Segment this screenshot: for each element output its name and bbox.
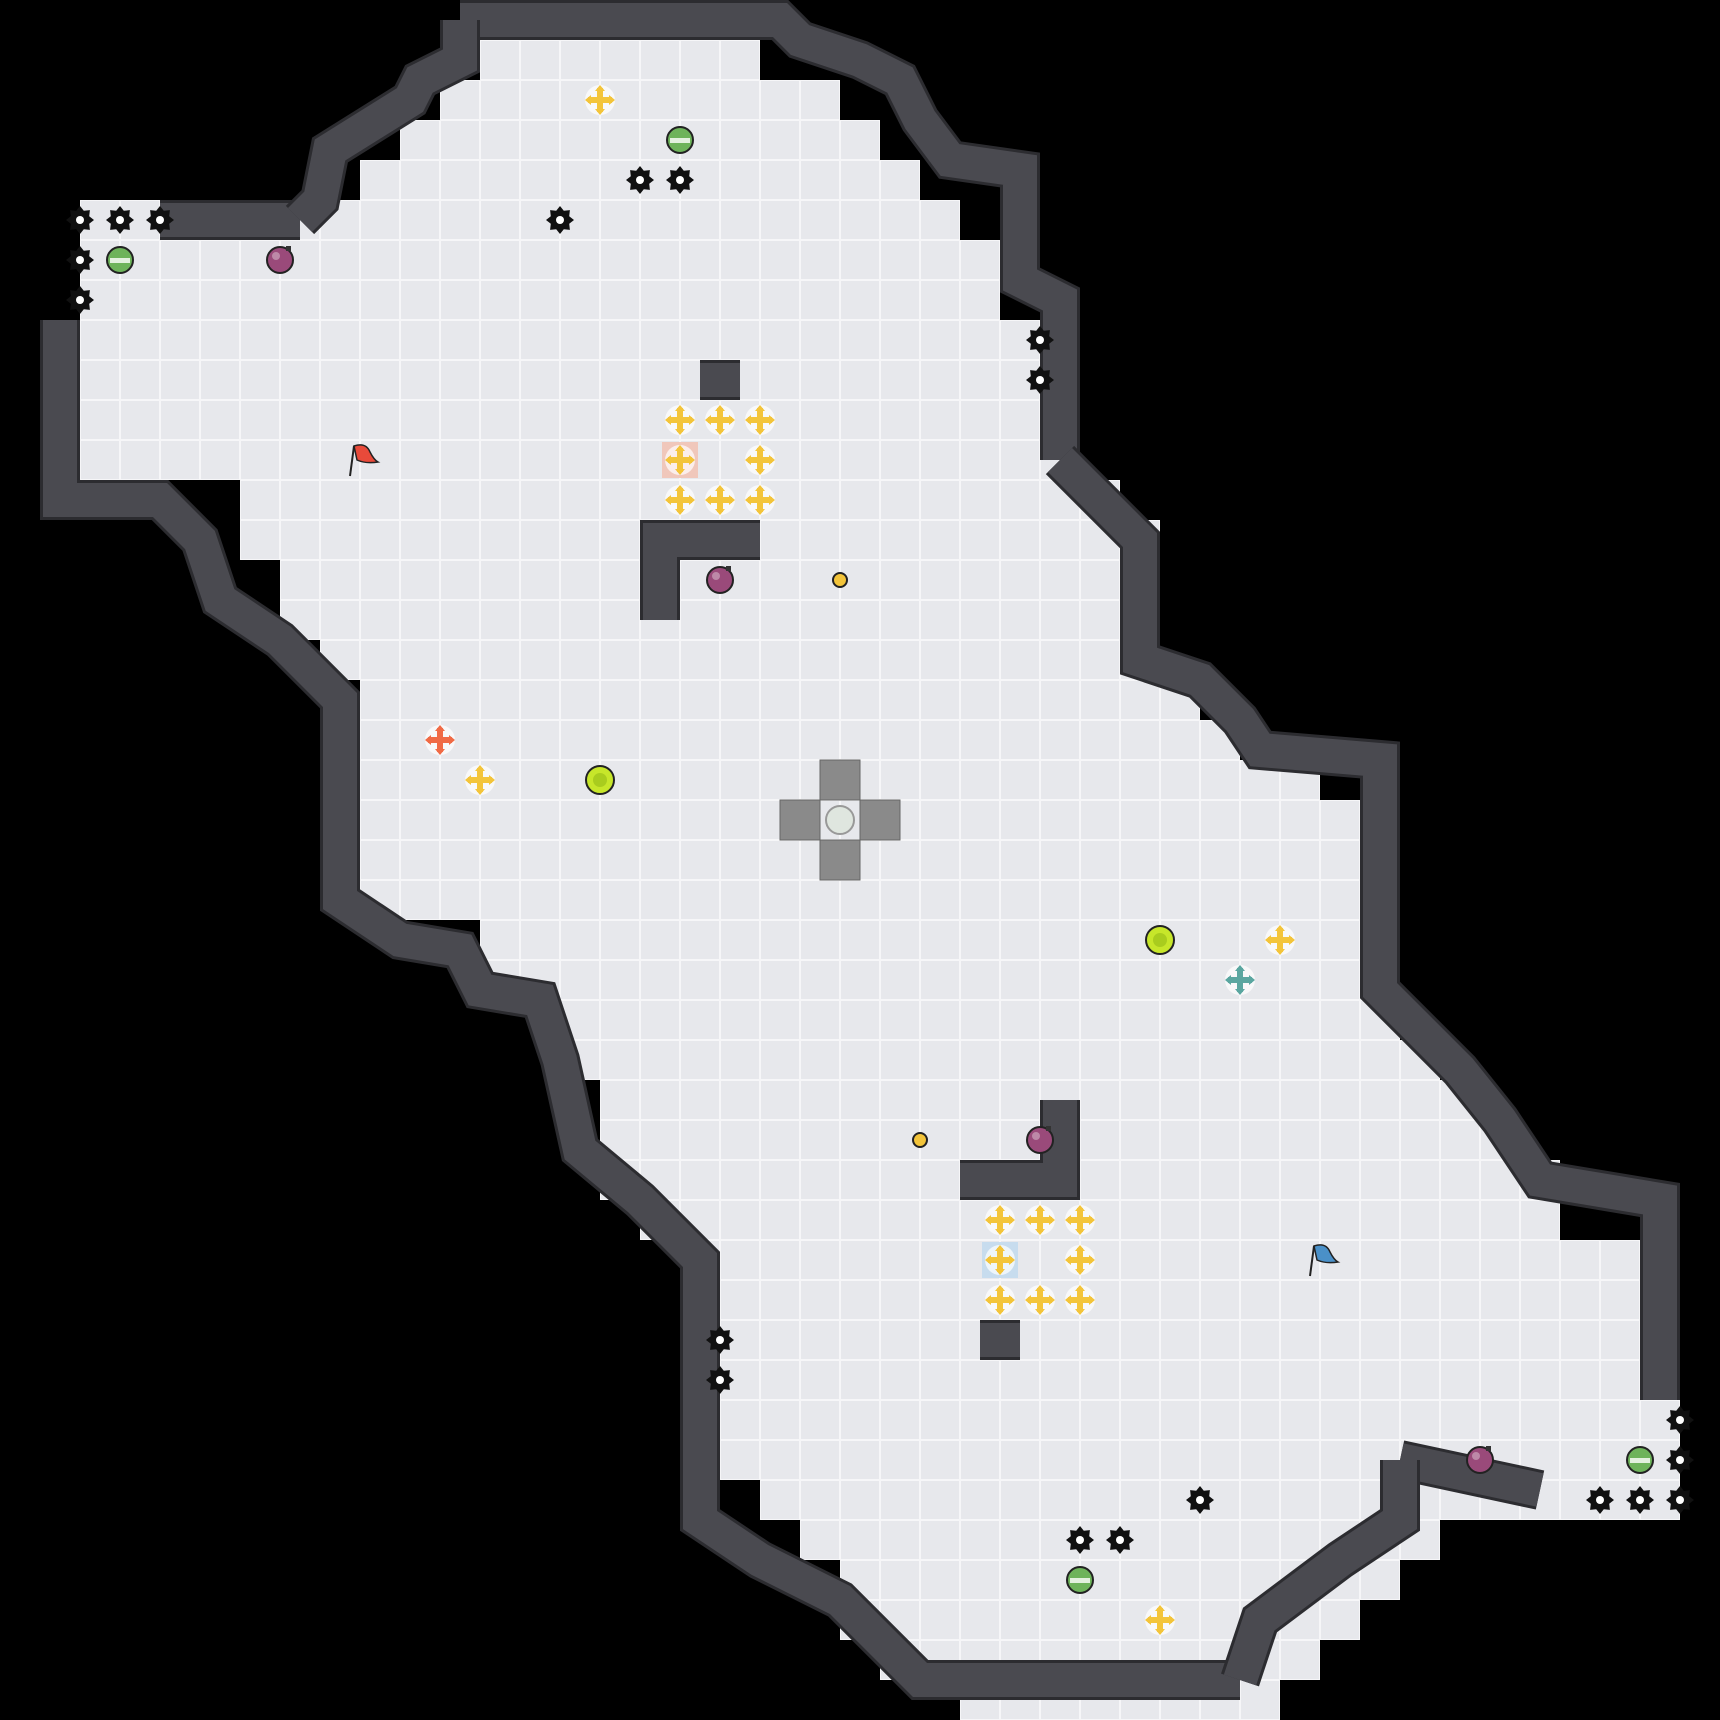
lime-orb-icon	[585, 765, 615, 795]
wall-layer	[40, 0, 1680, 1700]
booster-icon	[745, 445, 775, 475]
blue-flag-icon	[1309, 1244, 1341, 1277]
saw-icon	[1626, 1486, 1654, 1514]
booster-icon	[665, 445, 695, 475]
booster-icon	[985, 1205, 1015, 1235]
booster-icon	[1025, 1285, 1055, 1315]
saw-icon	[666, 166, 694, 194]
saw-icon	[66, 286, 94, 314]
booster-icon	[985, 1245, 1015, 1275]
saw-icon	[1026, 366, 1054, 394]
booster-icon	[1065, 1245, 1095, 1275]
booster-icon	[665, 485, 695, 515]
saw-icon	[1666, 1486, 1694, 1514]
booster-icon	[465, 765, 495, 795]
saw-icon	[626, 166, 654, 194]
saw-icon	[1666, 1406, 1694, 1434]
saw-icon	[146, 206, 174, 234]
saw-icon	[706, 1326, 734, 1354]
shield-powerup-icon	[1626, 1446, 1654, 1474]
booster-icon	[1025, 1205, 1055, 1235]
shield-powerup-icon	[106, 246, 134, 274]
bomb-icon	[706, 566, 734, 594]
saw-icon	[66, 206, 94, 234]
saw-icon	[1186, 1486, 1214, 1514]
booster-icon	[705, 405, 735, 435]
booster-icon	[1065, 1205, 1095, 1235]
saw-icon	[1026, 326, 1054, 354]
saw-icon	[546, 206, 574, 234]
shield-powerup-icon	[1066, 1566, 1094, 1594]
teal-booster-icon	[1225, 965, 1255, 995]
booster-icon	[585, 85, 615, 115]
item-layer	[66, 85, 1694, 1635]
saw-icon	[106, 206, 134, 234]
saw-icon	[706, 1366, 734, 1394]
bomb-icon	[1026, 1126, 1054, 1154]
shield-powerup-icon	[666, 126, 694, 154]
booster-icon	[745, 405, 775, 435]
coin-icon	[912, 1132, 928, 1148]
booster-icon	[705, 485, 735, 515]
booster-icon	[745, 485, 775, 515]
saw-icon	[1066, 1526, 1094, 1554]
red-booster-icon	[425, 725, 455, 755]
bomb-icon	[1466, 1446, 1494, 1474]
booster-icon	[1145, 1605, 1175, 1635]
center-spawn-pad	[779, 759, 901, 881]
saw-icon	[66, 246, 94, 274]
booster-icon	[1065, 1285, 1095, 1315]
saw-icon	[1106, 1526, 1134, 1554]
lime-orb-icon	[1145, 925, 1175, 955]
coin-icon	[832, 572, 848, 588]
red-flag-icon	[349, 444, 381, 477]
saw-icon	[1586, 1486, 1614, 1514]
saw-icon	[1666, 1446, 1694, 1474]
booster-icon	[665, 405, 695, 435]
booster-icon	[1265, 925, 1295, 955]
booster-icon	[985, 1285, 1015, 1315]
bomb-icon	[266, 246, 294, 274]
